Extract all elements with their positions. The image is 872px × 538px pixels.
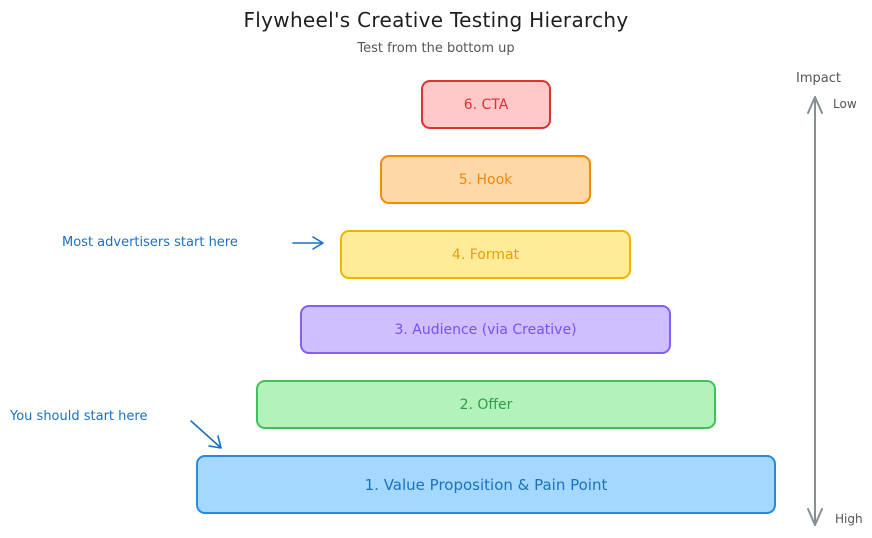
level-cta: 6. CTA xyxy=(421,80,551,129)
level-audience-label: 3. Audience (via Creative) xyxy=(394,321,577,338)
level-offer: 2. Offer xyxy=(256,380,716,429)
most-advertisers-note: Most advertisers start here xyxy=(62,235,238,250)
level-audience: 3. Audience (via Creative) xyxy=(300,305,671,354)
level-hook: 5. Hook xyxy=(380,155,591,204)
level-hook-label: 5. Hook xyxy=(458,171,513,188)
axis-high-label: High xyxy=(835,512,863,526)
level-offer-label: 2. Offer xyxy=(459,396,513,413)
diagram-title: Flywheel's Creative Testing Hierarchy xyxy=(243,8,629,32)
level-format: 4. Format xyxy=(340,230,631,279)
you-should-start-arrow-icon xyxy=(190,420,222,449)
axis-low-label: Low xyxy=(833,97,857,111)
level-format-label: 4. Format xyxy=(451,246,520,263)
level-value-proposition: 1. Value Proposition & Pain Point xyxy=(196,455,776,514)
impact-axis-arrow-icon xyxy=(807,96,823,526)
most-advertisers-arrow-icon xyxy=(292,236,324,250)
axis-title: Impact xyxy=(796,71,841,86)
diagram-subtitle: Test from the bottom up xyxy=(357,41,515,56)
you-should-start-note: You should start here xyxy=(10,409,148,424)
level-cta-label: 6. CTA xyxy=(463,96,509,113)
level-value-proposition-label: 1. Value Proposition & Pain Point xyxy=(364,475,608,494)
